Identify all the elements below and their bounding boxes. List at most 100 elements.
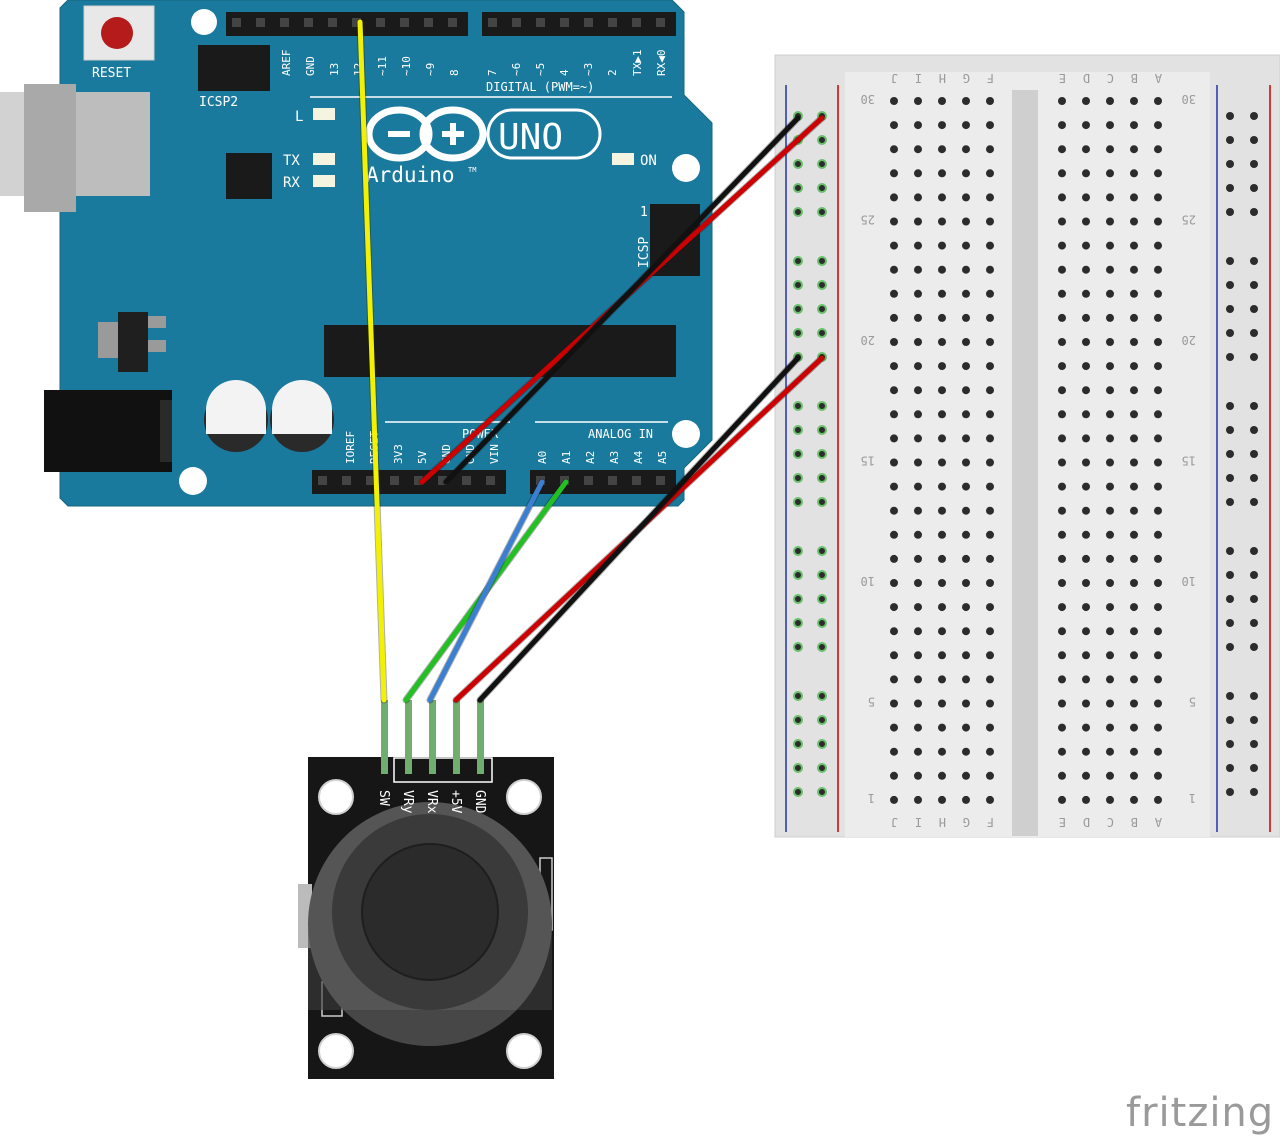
header-socket[interactable] bbox=[256, 18, 265, 27]
breadboard-hole[interactable] bbox=[1106, 217, 1114, 226]
breadboard-hole[interactable] bbox=[1058, 434, 1066, 443]
breadboard-hole[interactable] bbox=[1106, 362, 1114, 371]
rail-hole[interactable] bbox=[817, 159, 827, 169]
rail-hole[interactable] bbox=[817, 739, 827, 749]
rail-hole[interactable] bbox=[1226, 353, 1234, 361]
rail-hole[interactable] bbox=[1250, 402, 1258, 410]
breadboard-hole[interactable] bbox=[938, 338, 946, 346]
breadboard-hole[interactable] bbox=[914, 723, 922, 732]
breadboard-hole[interactable] bbox=[962, 482, 970, 491]
breadboard-hole[interactable] bbox=[890, 627, 898, 636]
breadboard-hole[interactable] bbox=[962, 289, 970, 298]
breadboard-hole[interactable] bbox=[1154, 675, 1162, 684]
breadboard-hole[interactable] bbox=[986, 169, 994, 178]
breadboard-hole[interactable] bbox=[938, 362, 946, 371]
breadboard-hole[interactable] bbox=[1058, 97, 1066, 105]
breadboard-hole[interactable] bbox=[1130, 795, 1138, 804]
breadboard-hole[interactable] bbox=[914, 675, 922, 684]
rail-hole[interactable] bbox=[1226, 136, 1234, 144]
rail-hole[interactable] bbox=[1226, 402, 1234, 410]
breadboard-hole[interactable] bbox=[1154, 627, 1162, 636]
breadboard-hole[interactable] bbox=[1130, 289, 1138, 298]
rail-hole[interactable] bbox=[793, 715, 803, 725]
breadboard-hole[interactable] bbox=[914, 145, 922, 154]
rail-hole[interactable] bbox=[793, 183, 803, 193]
rail-hole[interactable] bbox=[793, 328, 803, 338]
breadboard-hole[interactable] bbox=[1058, 675, 1066, 684]
breadboard-hole[interactable] bbox=[1154, 362, 1162, 371]
rail-hole[interactable] bbox=[1226, 474, 1234, 482]
breadboard-hole[interactable] bbox=[1082, 699, 1090, 708]
breadboard-hole[interactable] bbox=[1082, 675, 1090, 684]
breadboard-hole[interactable] bbox=[1058, 145, 1066, 154]
breadboard-hole[interactable] bbox=[890, 675, 898, 684]
breadboard-hole[interactable] bbox=[938, 554, 946, 563]
breadboard-hole[interactable] bbox=[938, 193, 946, 202]
breadboard-hole[interactable] bbox=[986, 747, 994, 756]
breadboard-hole[interactable] bbox=[1154, 265, 1162, 274]
breadboard-hole[interactable] bbox=[914, 338, 922, 346]
breadboard-hole[interactable] bbox=[914, 121, 922, 130]
breadboard-hole[interactable] bbox=[962, 699, 970, 708]
rail-hole[interactable] bbox=[1226, 112, 1234, 120]
joystick-pin[interactable] bbox=[405, 700, 412, 774]
breadboard-hole[interactable] bbox=[890, 458, 898, 467]
rail-hole[interactable] bbox=[793, 449, 803, 459]
breadboard-hole[interactable] bbox=[1082, 506, 1090, 515]
rail-hole[interactable] bbox=[1250, 184, 1258, 192]
breadboard-hole[interactable] bbox=[1106, 579, 1114, 587]
breadboard-hole[interactable] bbox=[1082, 169, 1090, 178]
breadboard-hole[interactable] bbox=[1106, 313, 1114, 322]
breadboard-hole[interactable] bbox=[1154, 193, 1162, 202]
rail-hole[interactable] bbox=[793, 691, 803, 701]
breadboard-hole[interactable] bbox=[890, 603, 898, 612]
breadboard-hole[interactable] bbox=[986, 121, 994, 130]
header-socket[interactable] bbox=[438, 476, 447, 485]
header-socket[interactable] bbox=[608, 18, 617, 27]
rail-hole[interactable] bbox=[1226, 426, 1234, 434]
breadboard-hole[interactable] bbox=[986, 410, 994, 419]
rail-hole[interactable] bbox=[817, 256, 827, 266]
rail-hole[interactable] bbox=[1226, 498, 1234, 506]
breadboard-hole[interactable] bbox=[938, 603, 946, 612]
breadboard-hole[interactable] bbox=[962, 338, 970, 346]
rail-hole[interactable] bbox=[817, 473, 827, 483]
rail-hole[interactable] bbox=[817, 594, 827, 604]
breadboard-hole[interactable] bbox=[962, 97, 970, 105]
breadboard-hole[interactable] bbox=[1082, 289, 1090, 298]
breadboard-hole[interactable] bbox=[962, 386, 970, 395]
breadboard-hole[interactable] bbox=[1130, 241, 1138, 250]
breadboard-hole[interactable] bbox=[1130, 530, 1138, 539]
rail-hole[interactable] bbox=[1250, 426, 1258, 434]
header-socket[interactable] bbox=[488, 18, 497, 27]
breadboard-hole[interactable] bbox=[1106, 410, 1114, 419]
breadboard-hole[interactable] bbox=[890, 338, 898, 346]
rail-hole[interactable] bbox=[1226, 571, 1234, 579]
breadboard-hole[interactable] bbox=[1130, 362, 1138, 371]
header-socket[interactable] bbox=[560, 18, 569, 27]
breadboard-hole[interactable] bbox=[890, 386, 898, 395]
rail-hole[interactable] bbox=[1226, 184, 1234, 192]
breadboard-hole[interactable] bbox=[914, 699, 922, 708]
breadboard-hole[interactable] bbox=[914, 410, 922, 419]
rail-hole[interactable] bbox=[1226, 740, 1234, 748]
rail-hole[interactable] bbox=[1250, 692, 1258, 700]
header-socket[interactable] bbox=[536, 18, 545, 27]
breadboard-hole[interactable] bbox=[986, 675, 994, 684]
breadboard-hole[interactable] bbox=[1130, 627, 1138, 636]
rail-hole[interactable] bbox=[817, 497, 827, 507]
breadboard-hole[interactable] bbox=[914, 386, 922, 395]
rail-hole[interactable] bbox=[817, 401, 827, 411]
breadboard-hole[interactable] bbox=[1106, 795, 1114, 804]
breadboard-hole[interactable] bbox=[1106, 675, 1114, 684]
header-socket[interactable] bbox=[656, 18, 665, 27]
breadboard-hole[interactable] bbox=[938, 771, 946, 780]
rail-hole[interactable] bbox=[1250, 353, 1258, 361]
rail-hole[interactable] bbox=[1250, 547, 1258, 555]
breadboard-hole[interactable] bbox=[1130, 410, 1138, 419]
joystick-pin[interactable] bbox=[477, 700, 484, 774]
breadboard-hole[interactable] bbox=[1058, 506, 1066, 515]
breadboard-hole[interactable] bbox=[1058, 217, 1066, 226]
breadboard-hole[interactable] bbox=[938, 627, 946, 636]
rail-hole[interactable] bbox=[793, 425, 803, 435]
